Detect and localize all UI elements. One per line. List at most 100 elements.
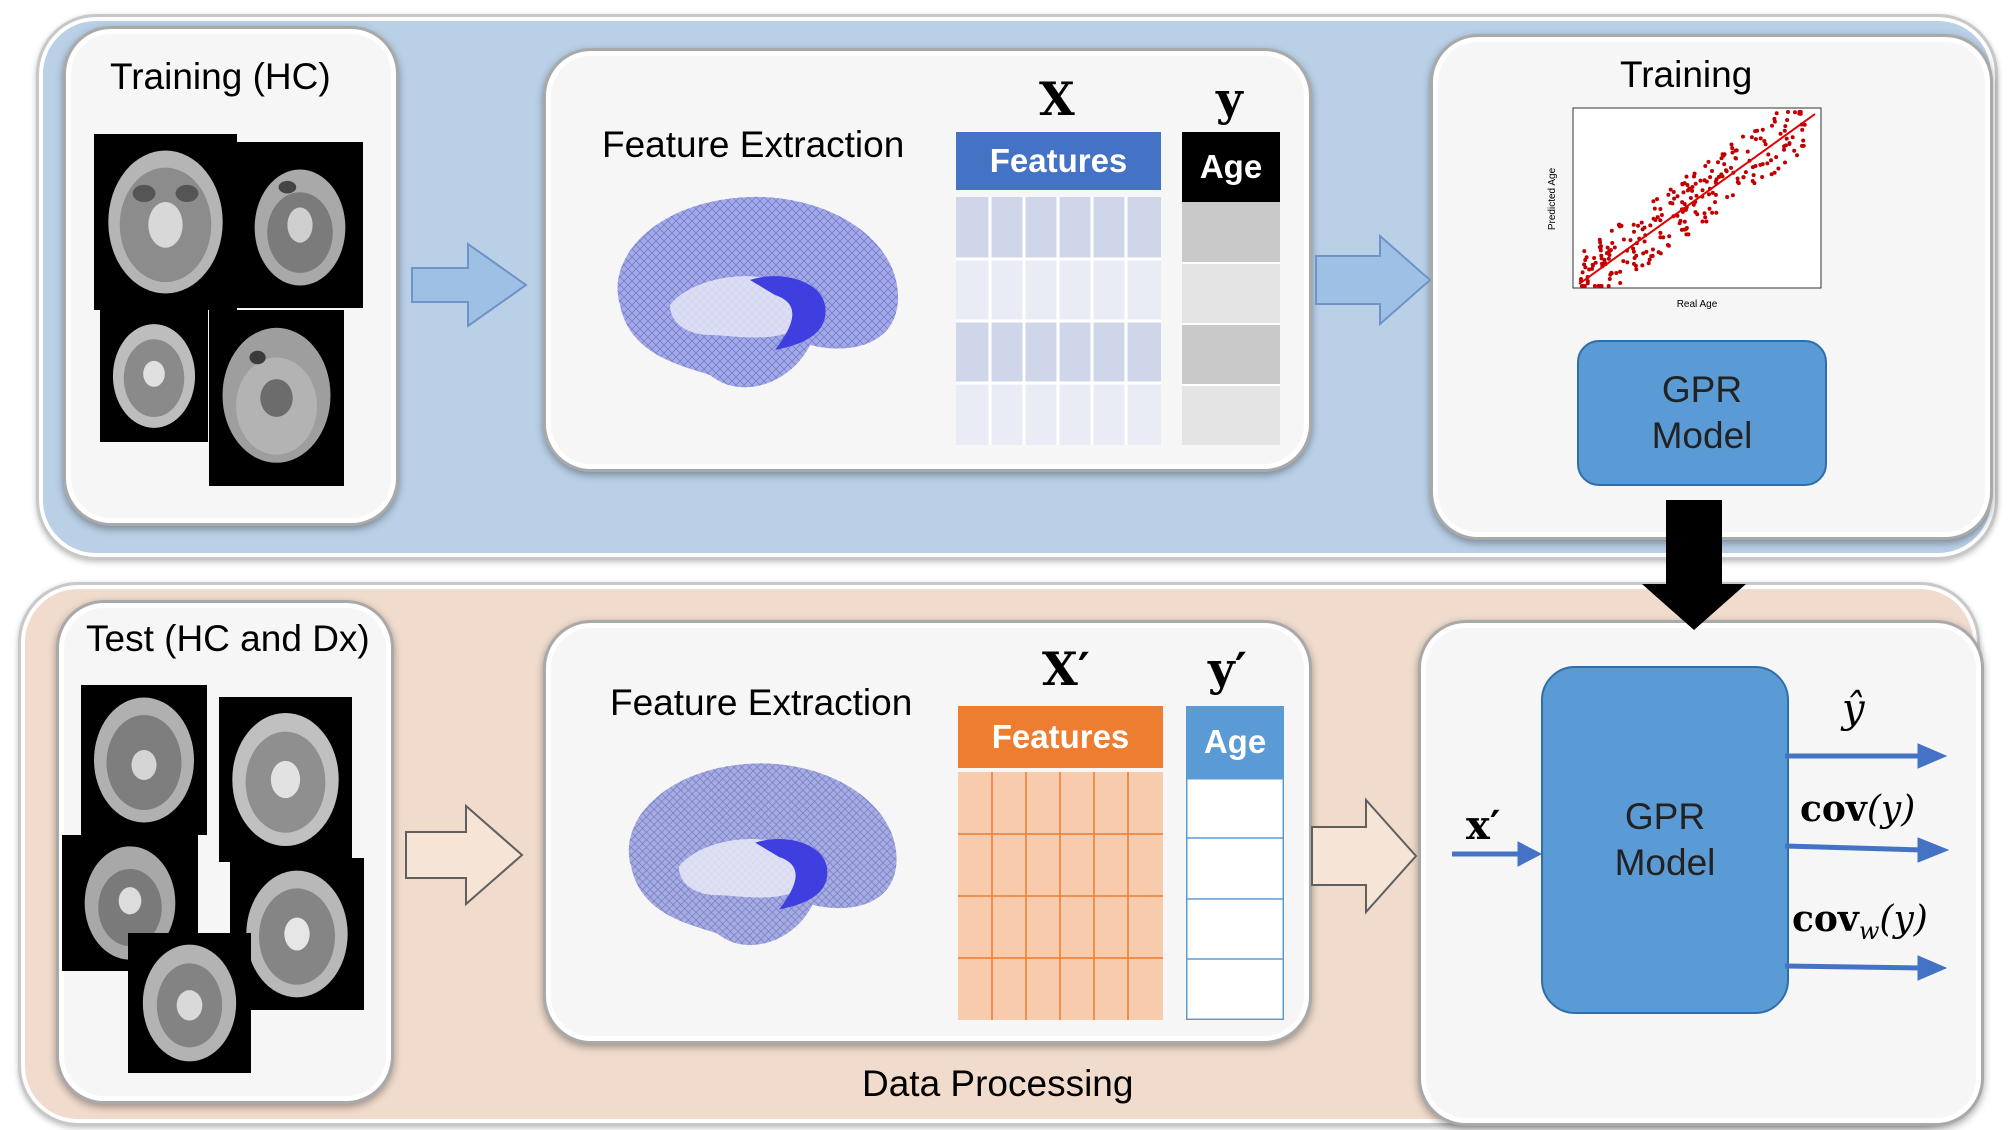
scatter-point xyxy=(1609,228,1614,233)
scatter-point xyxy=(1730,146,1735,151)
scatter-point xyxy=(1639,220,1644,225)
age-column xyxy=(1182,202,1280,445)
scatter-point xyxy=(1745,149,1750,154)
scatter-point xyxy=(1772,116,1777,121)
scatter-point xyxy=(1655,197,1659,202)
matrix-x-prime-label: X′ xyxy=(1042,642,1090,696)
scatter-point xyxy=(1668,187,1673,192)
scatter-point xyxy=(1785,118,1790,122)
arrow-output-y-hat xyxy=(1785,743,1948,769)
scatter-point xyxy=(1735,176,1740,181)
scatter-point xyxy=(1617,222,1622,227)
scatter-point xyxy=(1666,192,1671,197)
mri-scan-6 xyxy=(219,697,352,862)
scatter-point xyxy=(1758,162,1763,167)
scatter-point xyxy=(1693,181,1698,186)
scatter-point xyxy=(1651,216,1656,221)
scatter-point xyxy=(1585,279,1590,283)
features-header: Features xyxy=(956,132,1161,190)
scatter-point xyxy=(1631,246,1636,251)
scatter-point xyxy=(1680,200,1685,205)
scatter-point xyxy=(1680,182,1685,187)
scatter-point xyxy=(1658,230,1663,235)
scatter-point xyxy=(1741,175,1746,180)
scatter-point xyxy=(1640,263,1645,268)
scatter-ylabel: Predicted Age xyxy=(1547,167,1558,230)
scatter-xlabel: Real Age xyxy=(1677,299,1718,310)
age-header-test: Age xyxy=(1186,706,1284,778)
output-covw-arg: (y) xyxy=(1879,899,1928,940)
scatter-point xyxy=(1802,122,1807,127)
scatter-point xyxy=(1582,284,1587,288)
scatter-point xyxy=(1599,284,1604,288)
output-y-hat-label: ŷ xyxy=(1842,686,1865,732)
scatter-point xyxy=(1592,284,1597,288)
gpr-label-test: GPR xyxy=(1624,795,1706,837)
scatter-point xyxy=(1618,281,1623,285)
scatter-point xyxy=(1713,200,1717,205)
scatter-point xyxy=(1770,123,1774,128)
scatter-point xyxy=(1801,138,1806,143)
target-y-prime-label: y′ xyxy=(1208,642,1247,696)
scatter-point xyxy=(1612,245,1617,250)
scatter-point xyxy=(1710,169,1714,173)
scatter-point xyxy=(1710,210,1715,215)
scatter-point xyxy=(1763,142,1768,147)
scatter-point xyxy=(1786,110,1790,114)
scatter-point xyxy=(1641,251,1646,256)
scatter-point xyxy=(1743,170,1748,175)
scatter-point xyxy=(1716,160,1720,165)
scatter-point xyxy=(1797,110,1802,114)
scatter-point xyxy=(1769,158,1773,163)
scatter-point xyxy=(1706,159,1711,164)
scatter-point xyxy=(1700,188,1705,193)
scatter-point xyxy=(1778,131,1783,136)
scatter-point xyxy=(1579,277,1583,281)
scatter-point xyxy=(1606,284,1611,288)
scatter-point xyxy=(1618,269,1623,274)
scatter-point xyxy=(1631,249,1636,254)
scatter-point xyxy=(1642,225,1647,230)
scatter-point xyxy=(1760,127,1765,132)
scatter-point xyxy=(1598,240,1603,245)
scatter-point xyxy=(1632,229,1636,234)
scatter-point xyxy=(1720,174,1725,179)
scatter-point xyxy=(1708,175,1713,180)
scatter-point xyxy=(1682,219,1687,224)
scatter-point xyxy=(1702,178,1707,183)
scatter-point xyxy=(1582,262,1587,267)
gpr-model-box-training: GPR Model xyxy=(1577,340,1827,486)
scatter-point xyxy=(1783,124,1788,129)
arrow-input-x-prime xyxy=(1452,841,1543,867)
scatter-point xyxy=(1774,155,1779,160)
scatter-point xyxy=(1644,249,1649,254)
scatter-point xyxy=(1587,267,1592,272)
scatter-point xyxy=(1700,219,1705,224)
scatter-point xyxy=(1675,194,1680,199)
scatter-point xyxy=(1665,243,1670,247)
scatter-point xyxy=(1593,260,1598,265)
scatter-point xyxy=(1684,226,1689,230)
scatter-point xyxy=(1734,148,1739,153)
input-x-prime-label: x′ xyxy=(1466,802,1501,849)
scatter-point xyxy=(1750,179,1755,183)
mri-scan-2 xyxy=(237,142,363,308)
scatter-point xyxy=(1608,248,1613,253)
scatter-point xyxy=(1719,156,1724,161)
scatter-point xyxy=(1766,152,1771,157)
scatter-point xyxy=(1729,165,1733,170)
scatter-point xyxy=(1685,183,1690,187)
scatter-point xyxy=(1750,165,1755,170)
scatter-point xyxy=(1592,256,1597,260)
scatter-point xyxy=(1741,134,1745,139)
scatter-point xyxy=(1658,251,1663,256)
scatter-point xyxy=(1769,172,1774,177)
brain-image xyxy=(600,185,910,405)
scatter-point xyxy=(1753,137,1758,142)
scatter-point xyxy=(1681,190,1686,195)
scatter-point xyxy=(1714,210,1719,215)
output-covw-sub: w xyxy=(1858,917,1880,946)
scatter-point xyxy=(1772,170,1777,175)
arrow-features-to-prediction xyxy=(1311,797,1418,915)
scatter-point xyxy=(1690,188,1695,193)
